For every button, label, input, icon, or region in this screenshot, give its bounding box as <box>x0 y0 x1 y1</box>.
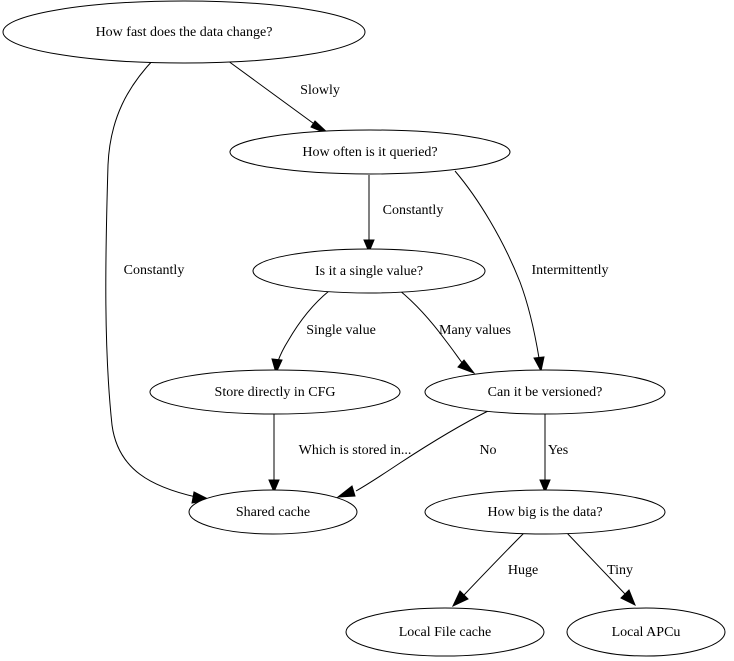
edge-intermittently: Intermittently <box>454 170 609 373</box>
edge-path <box>398 289 464 365</box>
edge-label-constantly-left: Constantly <box>124 263 185 278</box>
node-shape[interactable] <box>252 248 486 294</box>
edge-arrowhead <box>533 356 545 373</box>
edge-constantly-left: Constantly <box>105 57 212 504</box>
node-shape[interactable] <box>2 0 366 64</box>
edge-label-tiny: Tiny <box>607 563 633 578</box>
edge-arrowhead <box>363 239 375 254</box>
edge-label-many-values: Many values <box>439 323 511 338</box>
edge-arrowhead <box>268 479 280 494</box>
edge-path <box>565 531 626 595</box>
edge-arrowhead <box>620 589 636 607</box>
edge-yes: Yes <box>539 414 568 494</box>
node-store-directly-in-cfg[interactable]: Store directly in CFG <box>149 369 401 415</box>
node-how-fast[interactable]: How fast does the data change? <box>2 0 366 64</box>
edge-huge: Huge <box>451 531 538 608</box>
edge-label-no: No <box>479 443 496 458</box>
edge-path <box>454 170 540 359</box>
edge-arrowhead <box>451 590 469 608</box>
node-shape[interactable] <box>188 489 358 535</box>
node-local-file-cache[interactable]: Local File cache <box>345 607 545 657</box>
edge-arrowhead <box>539 479 551 494</box>
edge-path <box>463 531 526 596</box>
node-label: Local File cache <box>399 625 492 640</box>
edge-label-which-stored: Which is stored in... <box>299 443 412 458</box>
edge-label-slowly: Slowly <box>300 83 340 98</box>
edge-arrowhead <box>457 359 476 375</box>
node-shape[interactable] <box>424 369 666 415</box>
node-how-often[interactable]: How often is it queried? <box>229 129 511 175</box>
node-label: How often is it queried? <box>302 145 437 160</box>
edge-no: No <box>336 409 497 498</box>
edge-which-stored: Which is stored in... <box>268 414 412 494</box>
edge-label-huge: Huge <box>508 563 538 578</box>
edge-arrowhead <box>336 485 356 498</box>
node-label: How fast does the data change? <box>96 25 273 40</box>
node-shape[interactable] <box>566 607 726 657</box>
edge-label-yes: Yes <box>548 443 568 458</box>
edge-arrowhead <box>271 358 283 375</box>
node-label: Is it a single value? <box>315 264 423 279</box>
node-shape[interactable] <box>229 129 511 175</box>
node-local-apcu[interactable]: Local APCu <box>566 607 726 657</box>
edge-slowly: Slowly <box>223 57 340 136</box>
node-label: Can it be versioned? <box>488 385 603 400</box>
edge-many-values: Many values <box>398 289 511 375</box>
node-label: Local APCu <box>612 625 681 640</box>
edge-tiny: Tiny <box>565 531 636 607</box>
node-shape[interactable] <box>424 489 666 535</box>
node-shape[interactable] <box>345 607 545 657</box>
edge-path <box>105 57 197 498</box>
edge-path <box>277 290 330 362</box>
node-is-single-value[interactable]: Is it a single value? <box>252 248 486 294</box>
edge-label-intermittently: Intermittently <box>532 263 609 278</box>
edge-path <box>223 57 318 127</box>
node-shape[interactable] <box>149 369 401 415</box>
node-can-it-be-versioned[interactable]: Can it be versioned? <box>424 369 666 415</box>
edge-path <box>355 409 491 492</box>
node-label: Shared cache <box>236 505 310 520</box>
node-label: How big is the data? <box>487 505 602 520</box>
edge-constantly-mid: Constantly <box>363 175 444 254</box>
edge-label-constantly-mid: Constantly <box>383 203 444 218</box>
node-shared-cache[interactable]: Shared cache <box>188 489 358 535</box>
node-label: Store directly in CFG <box>215 385 336 400</box>
edge-single-value: Single value <box>271 290 376 375</box>
node-how-big-is-the-data[interactable]: How big is the data? <box>424 489 666 535</box>
edge-label-single-value: Single value <box>306 323 376 338</box>
